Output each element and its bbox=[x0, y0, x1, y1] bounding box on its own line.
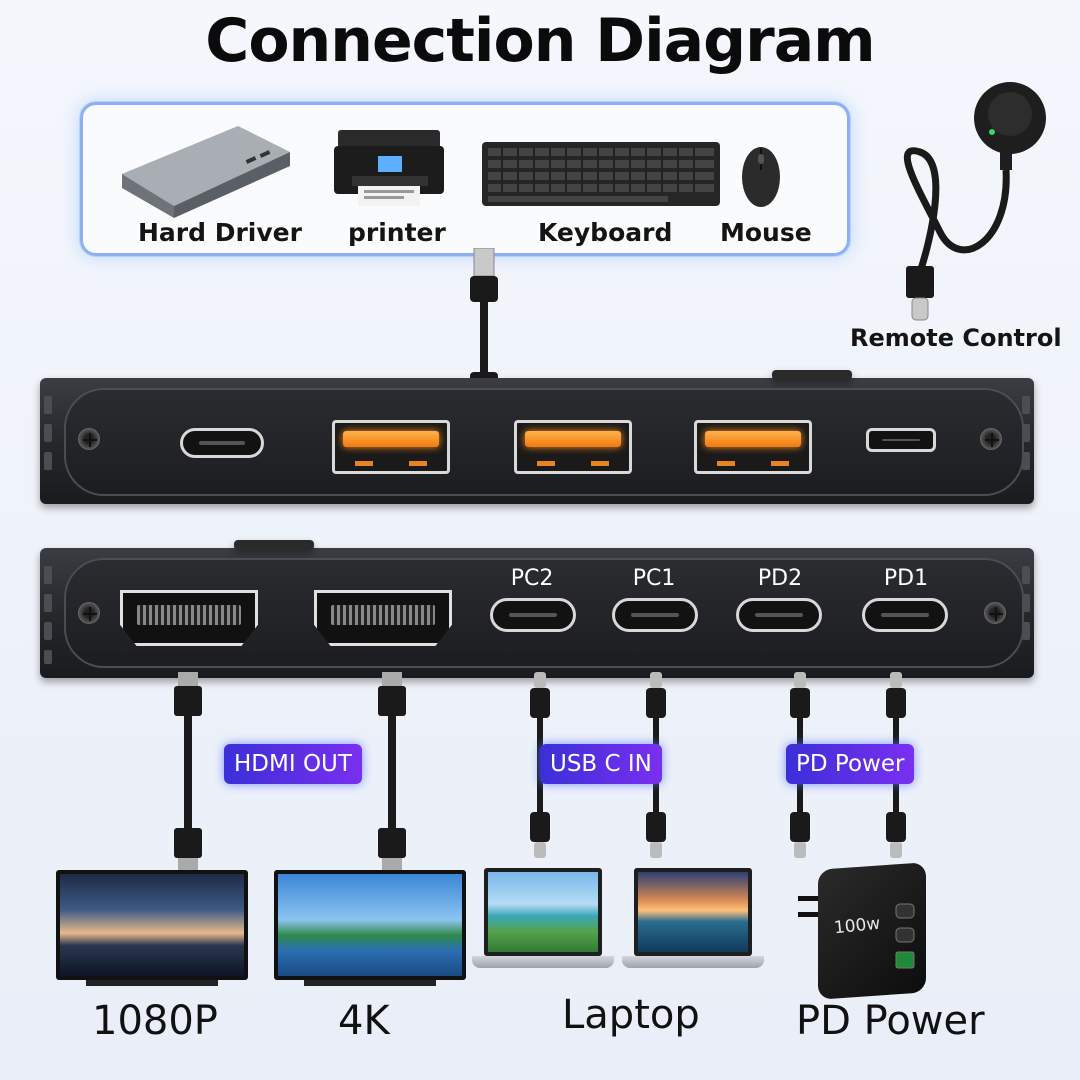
badge-hdmi-out: HDMI OUT bbox=[224, 744, 362, 784]
usb-c-port-pc1[interactable] bbox=[612, 598, 698, 632]
laptop-screen bbox=[488, 872, 598, 952]
usb-a-port-1[interactable] bbox=[332, 420, 450, 474]
peripheral-label-mouse: Mouse bbox=[720, 218, 812, 247]
badge-usb-c-in: USB C IN bbox=[540, 744, 662, 784]
mouse-icon bbox=[742, 147, 780, 207]
usb-c-port-pd1[interactable] bbox=[862, 598, 948, 632]
peripheral-label-hard-drive: Hard Driver bbox=[138, 218, 302, 247]
port-label-pd1: PD1 bbox=[883, 566, 929, 591]
usb-c-port-pc2[interactable] bbox=[490, 598, 576, 632]
label-laptop: Laptop bbox=[562, 992, 700, 1038]
hub-button[interactable] bbox=[234, 540, 314, 550]
hdmi-port-1[interactable] bbox=[120, 590, 258, 646]
peripheral-label-printer: printer bbox=[348, 218, 446, 247]
screw-icon bbox=[980, 428, 1002, 450]
screw-icon bbox=[78, 428, 100, 450]
monitor-stand bbox=[86, 980, 218, 986]
port-label-pc1: PC1 bbox=[632, 566, 676, 591]
usb-a-port-3[interactable] bbox=[694, 420, 812, 474]
charger-ports-icon bbox=[895, 903, 915, 969]
usb-c-port-pd2[interactable] bbox=[736, 598, 822, 632]
usb-a-port-2[interactable] bbox=[514, 420, 632, 474]
micro-usb-port[interactable] bbox=[866, 428, 936, 452]
laptop-screen bbox=[638, 872, 748, 952]
monitor-screen bbox=[60, 874, 244, 976]
laptop-base bbox=[472, 956, 614, 968]
hub-button[interactable] bbox=[772, 370, 852, 380]
port-label-pd2: PD2 bbox=[757, 566, 803, 591]
hdmi-cable-1 bbox=[174, 672, 202, 872]
keyboard-icon bbox=[482, 142, 720, 206]
label-1080p: 1080P bbox=[92, 998, 218, 1044]
screw-icon bbox=[78, 602, 100, 624]
remote-control-icon bbox=[903, 82, 1046, 321]
badge-pd-power: PD Power bbox=[786, 744, 915, 784]
usb-c-port[interactable] bbox=[180, 428, 264, 458]
label-4k: 4K bbox=[338, 998, 390, 1044]
port-label-pc2: PC2 bbox=[510, 566, 554, 591]
screw-icon bbox=[984, 602, 1006, 624]
remote-control-label: Remote Control bbox=[850, 324, 1062, 352]
label-pd-power: PD Power bbox=[796, 998, 985, 1044]
hdmi-cable-2 bbox=[378, 672, 406, 872]
hdmi-port-2[interactable] bbox=[314, 590, 452, 646]
printer-icon bbox=[334, 130, 444, 206]
monitor-stand bbox=[304, 980, 436, 986]
monitor-screen bbox=[278, 874, 462, 976]
peripheral-label-keyboard: Keyboard bbox=[538, 218, 673, 247]
charger-plug-icon bbox=[798, 896, 820, 917]
hard-drive-icon bbox=[122, 126, 290, 218]
laptop-base bbox=[622, 956, 764, 968]
page-title: Connection Diagram bbox=[205, 6, 875, 76]
